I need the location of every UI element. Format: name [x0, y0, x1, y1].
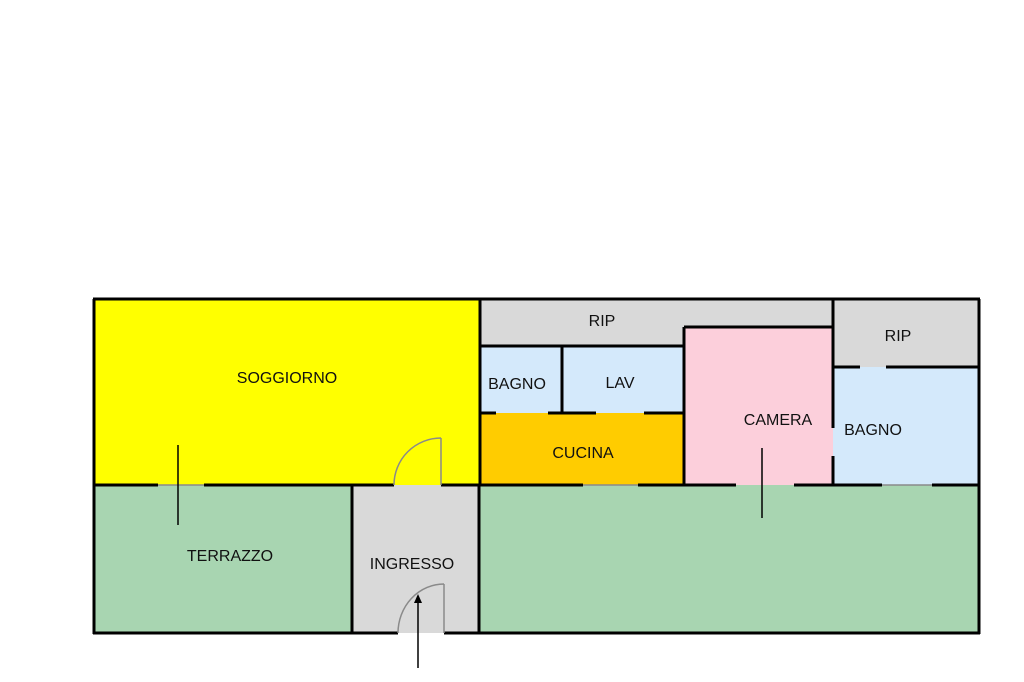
- label-soggiorno: SOGGIORNO: [237, 370, 337, 387]
- room-cucina: [480, 413, 684, 485]
- walls: [92, 297, 981, 635]
- label-cucina: CUCINA: [552, 445, 614, 462]
- room-bagno-right: [833, 367, 979, 485]
- label-bagno-small: BAGNO: [488, 376, 546, 393]
- room-lav: [562, 346, 684, 413]
- label-bagno-right: BAGNO: [844, 422, 902, 439]
- room-bagno-small: [480, 346, 562, 413]
- room-camera: [684, 327, 833, 485]
- entrance-arrow-head: [414, 594, 422, 603]
- room-terrace-right: [479, 485, 979, 633]
- room-soggiorno: [94, 299, 480, 485]
- label-rip-right: RIP: [885, 328, 912, 345]
- label-ingresso: INGRESSO: [370, 556, 454, 573]
- room-rip-right: [833, 299, 979, 367]
- label-lav: LAV: [605, 375, 634, 392]
- room-terrazzo: [94, 485, 352, 633]
- label-terrazzo: TERRAZZO: [187, 548, 273, 565]
- label-rip-top: RIP: [589, 313, 616, 330]
- markers: [177, 445, 763, 668]
- room-ingresso: [352, 485, 479, 633]
- label-camera: CAMERA: [744, 412, 813, 429]
- door-swings: [393, 437, 445, 634]
